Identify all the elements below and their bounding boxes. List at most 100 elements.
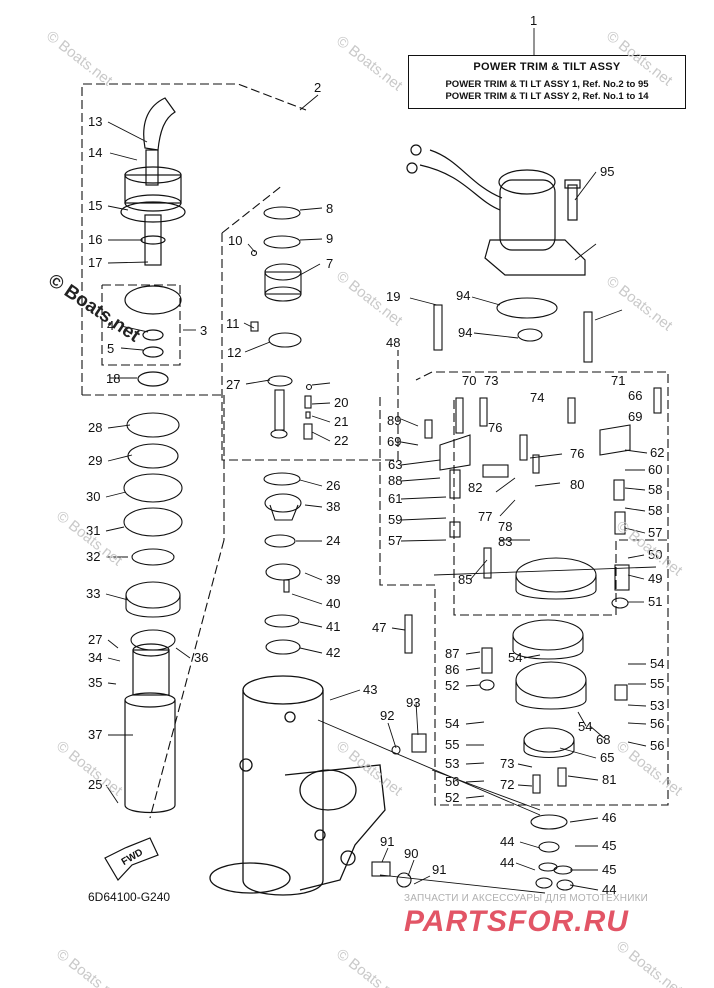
callout: 40 [326,596,340,611]
callout: 73 [500,756,514,771]
callout: 38 [326,499,340,514]
callout: 47 [372,620,386,635]
callout: 1 [530,13,537,28]
callout: 29 [88,453,102,468]
part-motor [406,144,586,276]
callout: 54 [445,716,459,731]
part-oring-92 [496,297,558,319]
callout: 54 [508,650,522,665]
callout: 53 [445,756,459,771]
callout: 42 [326,645,340,660]
callout: 34 [88,650,102,665]
callout: 58 [648,482,662,497]
callout: 37 [88,727,102,742]
callout: 4 [107,318,114,333]
brand-subtitle: ЗАПЧАСТИ И АКСЕССУАРЫ ДЛЯ МОТОТЕХНИКИ [404,893,649,904]
callout: 3 [200,323,207,338]
callout: 69 [387,434,401,449]
assembly-ref-2: POWER TRIM & TI LT ASSY 2, Ref. No.1 to … [445,91,649,102]
callout: 49 [648,571,662,586]
part-small-hardware [404,387,662,794]
callout: 89 [387,413,401,428]
part-fittings [371,733,427,888]
callout: 45 [602,862,616,877]
callout: 18 [106,371,120,386]
callout: 45 [602,838,616,853]
callout: 58 [648,503,662,518]
callout: 7 [326,256,333,271]
callout: 20 [334,395,348,410]
callout: 33 [86,586,100,601]
callout: 57 [388,533,402,548]
callout: 39 [326,572,340,587]
callout: 54 [578,719,592,734]
callout: 88 [388,473,402,488]
callout: 5 [107,341,114,356]
part-valve-stack [263,472,302,655]
assembly-title-box: POWER TRIM & TILT ASSY POWER TRIM & TI L… [408,55,686,109]
callout: 60 [648,462,662,477]
callout: 46 [602,810,616,825]
callout: 59 [388,512,402,527]
callout: 10 [228,233,242,248]
callout: 44 [500,855,514,870]
callout: 36 [194,650,208,665]
callout: 35 [88,675,102,690]
callout: 57 [648,525,662,540]
part-rings-left [123,412,183,651]
part-cylinder-37 [124,643,176,814]
callout: 74 [530,390,544,405]
callout: 44 [500,834,514,849]
callout: 54 [650,656,664,671]
callout: 94 [456,288,470,303]
diagram-code: 6D64100-G240 [88,890,171,904]
callout: 65 [600,750,614,765]
callout: 52 [445,790,459,805]
assembly-title: POWER TRIM & TILT ASSY [473,61,621,73]
callout: 2 [314,80,321,95]
callout: 14 [88,145,102,160]
callout: 62 [650,445,664,460]
callout: 56 [445,774,459,789]
callout: 73 [484,373,498,388]
callout: 91 [432,862,446,877]
callout: 91 [380,834,394,849]
callout: 21 [334,414,348,429]
callout: 93 [406,695,420,710]
callout: 72 [500,777,514,792]
callout: 16 [88,232,102,247]
callout: 17 [88,255,102,270]
assembly-boundary-lines [81,83,669,819]
part-valve-block-49 [439,424,631,891]
callout: 66 [628,388,642,403]
callout: 92 [380,708,394,723]
callout: 26 [326,478,340,493]
callout: 87 [445,646,459,661]
callout: 8 [326,201,333,216]
callout: 83 [498,534,512,549]
callout: 31 [86,523,100,538]
callout: 80 [570,477,584,492]
callout: 44 [602,882,616,897]
callout: 51 [648,594,662,609]
part-coupling-91 [517,328,543,342]
callout: 55 [445,737,459,752]
part-housing-43 [209,675,386,896]
callout: 9 [326,231,333,246]
callout-labels: 1 2 3 4 5 18 7 8 9 10 11 12 13 14 15 16 … [86,13,664,897]
callout: 24 [326,533,340,548]
callout: 71 [611,373,625,388]
callout: 68 [596,732,610,747]
callout: 30 [86,489,100,504]
callout: 11 [226,316,240,331]
callout: 69 [628,409,642,424]
brand-logo: PARTSFOR.RU [404,905,629,938]
part-bolts-94 [433,304,593,363]
callout: 56 [650,738,664,753]
callout: 86 [445,662,459,677]
callout: 27 [226,377,240,392]
callout: 19 [386,289,400,304]
callout: 81 [602,772,616,787]
callout: 12 [227,345,241,360]
